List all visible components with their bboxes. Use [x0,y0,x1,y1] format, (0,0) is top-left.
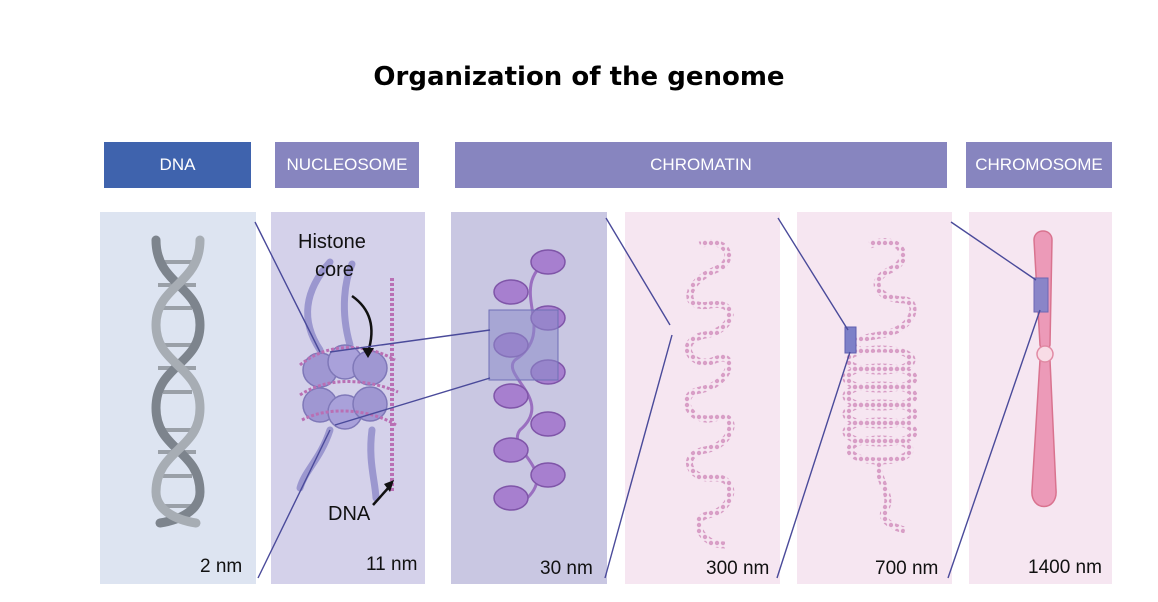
chromatin-30nm-icon [488,249,566,511]
scale-chromatin-700: 700 nm [875,558,939,579]
panel-chromatin-700 [797,212,952,584]
scale-chromosome: 1400 nm [1028,557,1102,578]
header-chromatin: CHROMATIN [455,142,947,188]
header-nucleosome: NUCLEOSOME [275,142,419,188]
scale-dna: 2 nm [200,556,243,577]
header-chromosome: CHROMOSOME [966,142,1112,188]
diagram-title: Organization of the genome [373,62,785,92]
chromosome-icon [1031,230,1057,508]
arrow-histone-icon [362,348,374,358]
scale-chromatin-300: 300 nm [706,558,770,579]
scale-chromatin-30: 30 nm [540,558,593,579]
nucleosome-icon [296,258,399,506]
chromatin-300nm-icon [683,239,735,549]
header-dna: DNA [104,142,251,188]
histone-label-line1: Histone [298,231,366,253]
dna-helix-icon [151,235,205,528]
dna-label: DNA [328,503,371,525]
zoom-connectors [254,217,1041,579]
histone-label-line2: core [315,259,354,281]
scale-nucleosome: 11 nm [366,554,418,575]
arrow-dna-icon [384,480,394,492]
chromatin-700nm-icon [842,238,918,534]
